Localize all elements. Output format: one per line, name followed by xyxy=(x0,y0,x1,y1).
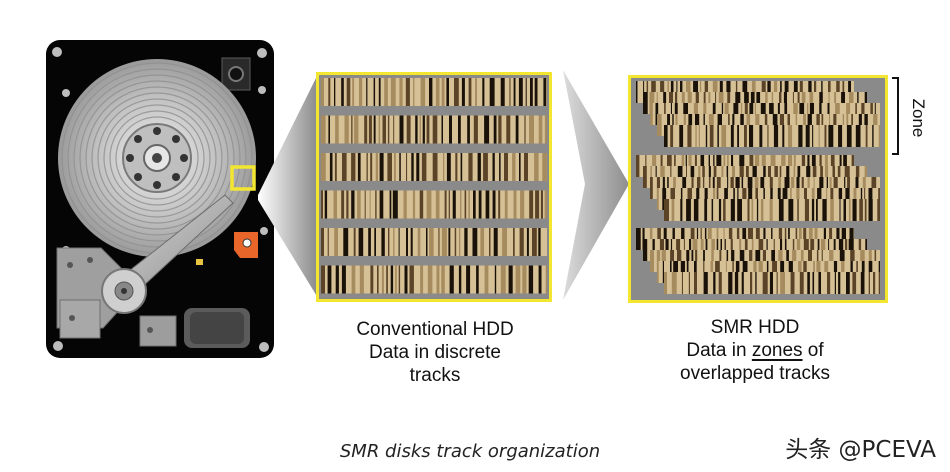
zones-word: zones xyxy=(751,340,803,361)
discrete-track xyxy=(321,78,547,106)
conventional-line2: Data in discrete xyxy=(368,342,501,363)
smr-hdd-label: SMR HDD Data in zones of overlapped trac… xyxy=(640,316,870,385)
smr-line3: overlapped tracks xyxy=(680,363,830,384)
conventional-tracks-panel xyxy=(316,72,552,302)
discrete-track xyxy=(321,115,547,144)
smr-line2: Data in zones of xyxy=(686,340,824,361)
overlapped-track xyxy=(664,125,880,147)
read-head-highlight xyxy=(230,165,256,191)
zone-bracket xyxy=(892,77,899,155)
actuator-arm-icon xyxy=(56,194,234,347)
discrete-track xyxy=(321,228,547,256)
hard-disk-drive-icon xyxy=(46,40,274,358)
discrete-track xyxy=(321,190,547,219)
latch-icon xyxy=(234,232,258,258)
overlapped-track xyxy=(664,272,880,294)
discrete-track xyxy=(321,265,547,294)
arrow-chevron xyxy=(563,70,629,300)
zone-label: Zone xyxy=(909,98,928,138)
conventional-hdd-label: Conventional HDD Data in discrete tracks xyxy=(320,318,550,387)
watermark: 头条 @PCEVA xyxy=(785,437,936,463)
discrete-track xyxy=(321,153,547,181)
spindle-icon xyxy=(122,123,192,193)
smr-title: SMR HDD xyxy=(710,317,800,338)
figure-caption: SMR disks track organization xyxy=(339,441,601,462)
overlapped-track xyxy=(664,199,880,221)
conventional-line3: tracks xyxy=(409,365,461,386)
zoom-connector-left xyxy=(258,74,318,298)
conventional-title: Conventional HDD xyxy=(356,319,514,340)
smr-tracks-panel xyxy=(628,75,888,303)
